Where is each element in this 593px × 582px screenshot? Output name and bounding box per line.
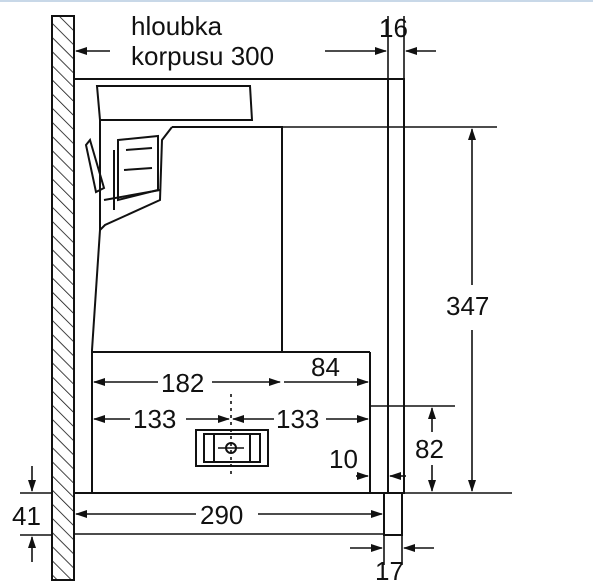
dimension-lines [28, 47, 476, 562]
extension-lines [20, 16, 512, 565]
depth-caption-line2: korpusu 300 [131, 41, 274, 71]
dimension-10: 10 [329, 444, 358, 474]
dimension-133-right: 133 [276, 404, 319, 434]
depth-caption-line1: hloubka [131, 11, 223, 41]
front-panel [383, 492, 403, 536]
dimension-82: 82 [415, 434, 444, 464]
fan-grille [195, 394, 269, 476]
dimension-41: 41 [12, 501, 41, 531]
dimension-17: 17 [375, 556, 404, 582]
dimension-290: 290 [200, 500, 243, 530]
hood-body [84, 85, 371, 493]
dimension-84: 84 [311, 352, 340, 382]
dimension-16: 16 [379, 13, 408, 43]
dimension-347: 347 [446, 291, 489, 321]
dimension-182: 182 [161, 368, 204, 398]
dimension-133-left: 133 [133, 404, 176, 434]
wall [51, 15, 75, 581]
